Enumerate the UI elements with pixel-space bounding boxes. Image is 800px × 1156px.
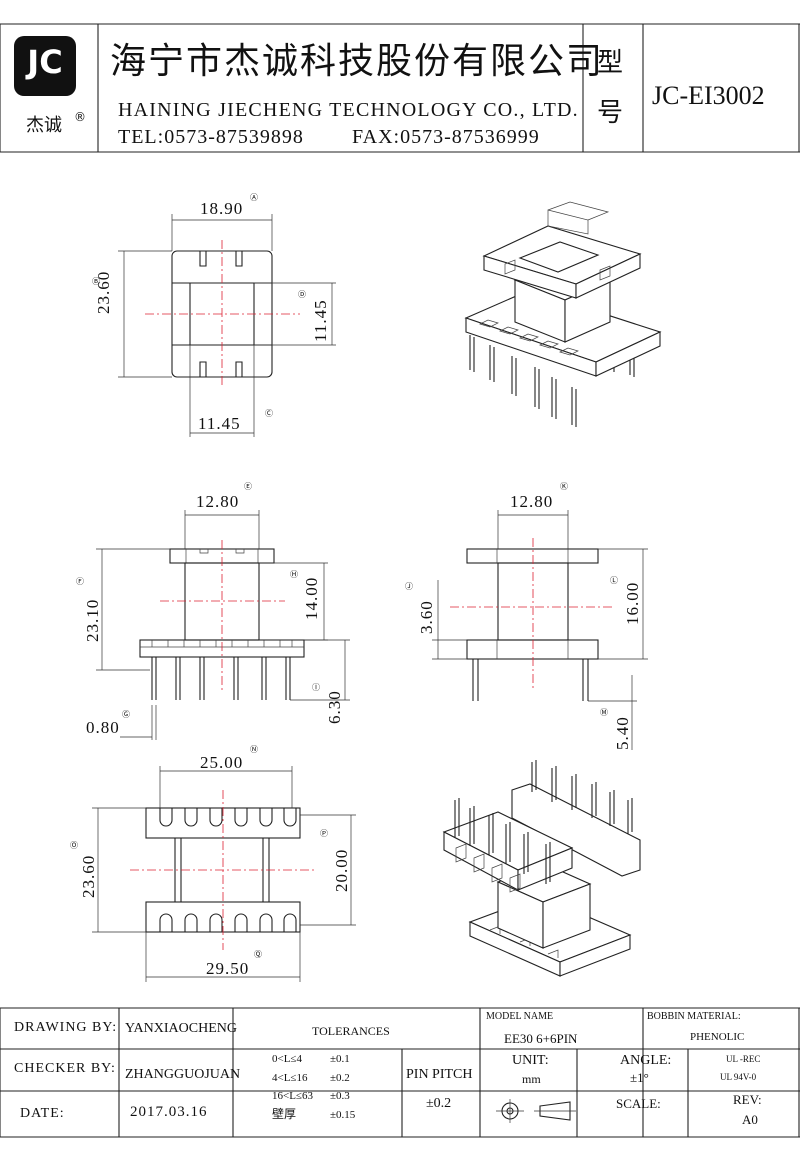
view-top [118,214,336,437]
mark-i: Ⓘ [312,683,320,692]
title-block-grid [0,1007,800,1138]
mark-p: Ⓟ [320,829,328,838]
dim-i: 6.30 [325,690,344,724]
dim-m: 5.40 [613,716,632,750]
bobbin-material-value: PHENOLIC [690,1031,745,1043]
dim-n: 25.00 [200,753,244,772]
angle-value: ±1° [630,1070,649,1085]
mark-m: Ⓜ [600,708,608,717]
mark-j: Ⓙ [405,582,413,591]
dim-q: 29.50 [206,959,250,978]
view-side [432,510,648,750]
model-label-char-2: 号 [597,98,624,128]
dim-j: 3.60 [417,600,436,634]
mark-o: Ⓞ [70,841,78,850]
rev-label: REV: [733,1092,762,1107]
logo-text: JC [27,43,63,81]
dim-o: 23.60 [79,854,98,898]
tol-value-2: ±0.2 [330,1072,350,1084]
iso-view-upper [464,201,662,427]
tol-value-4: ±0.15 [330,1109,356,1121]
dim-f: 23.10 [83,598,102,642]
unit-value: mm [522,1072,541,1086]
mark-a: Ⓐ [250,193,258,202]
mark-b: Ⓑ [92,277,100,286]
company-name-cn: 海宁市杰诚科技股份有限公司 [110,41,605,82]
mark-h: Ⓗ [290,570,298,579]
logo-box [14,36,76,96]
logo-subtitle: 杰诚 [26,115,62,136]
angle-label: ANGLE: [620,1053,672,1068]
pin-pitch-label: PIN PITCH [406,1067,473,1082]
pin-pitch-value: ±0.2 [426,1096,452,1111]
registered-mark: ® [74,110,86,124]
dim-p: 20.00 [332,848,351,892]
mark-g: Ⓖ [122,710,130,719]
tol-value-1: ±0.1 [330,1053,350,1065]
dim-c: 11.45 [198,414,241,433]
ul-rec: UL -REC [726,1054,761,1064]
mark-l: Ⓛ [610,576,618,585]
company-fax: FAX:0573-87536999 [352,126,540,148]
sheet-frame [0,23,800,153]
mark-k: Ⓚ [560,482,568,491]
tol-range-3: 16<L≤63 [272,1090,313,1102]
drawing-by-value: YANXIAOCHENG [125,1021,237,1036]
mark-q: Ⓠ [254,950,262,959]
tol-range-4: 壁厚 [272,1107,297,1121]
dim-e: 12.80 [196,492,240,511]
company-name-en: HAINING JIECHENG TECHNOLOGY CO., LTD. [118,99,579,121]
model-number: JC-EI3002 [652,81,765,110]
dim-k: 12.80 [510,492,554,511]
dim-g: 0.80 [86,718,120,737]
iso-view-lower [442,760,641,977]
ul-94v0: UL 94V-0 [720,1072,757,1082]
view-bottom [92,766,356,982]
unit-label: UNIT: [512,1053,549,1068]
tol-value-3: ±0.3 [330,1090,350,1102]
mark-e: Ⓔ [244,482,252,491]
mark-f: Ⓕ [76,577,84,586]
tolerances-label: TOLERANCES [312,1024,390,1038]
dim-h: 14.00 [302,576,321,620]
checker-by-value: ZHANGGUOJUAN [125,1067,241,1082]
checker-by-label: CHECKER BY: [14,1061,116,1076]
model-label-char-1: 型 [597,48,624,78]
scale-label: SCALE: [616,1096,661,1111]
date-value: 2017.03.16 [130,1104,208,1120]
date-label: DATE: [20,1106,65,1121]
drawing-by-label: DRAWING BY: [14,1020,118,1035]
mark-n: Ⓝ [250,745,258,754]
dim-l: 16.00 [623,581,642,625]
model-name-value: EE30 6+6PIN [504,1031,578,1046]
dim-d: 11.45 [311,299,330,342]
bobbin-material-label: BOBBIN MATERIAL: [647,1011,741,1022]
company-tel: TEL:0573-87539898 [118,126,304,148]
tol-range-1: 0<L≤4 [272,1053,302,1065]
model-name-label: MODEL NAME [486,1011,554,1022]
projection-symbol-icon [496,1099,576,1123]
dim-a: 18.90 [200,199,244,218]
mark-c: Ⓒ [265,409,273,418]
mark-d: Ⓓ [298,290,306,299]
rev-value: A0 [742,1112,758,1127]
tol-range-2: 4<L≤16 [272,1072,308,1084]
view-front [96,510,350,740]
